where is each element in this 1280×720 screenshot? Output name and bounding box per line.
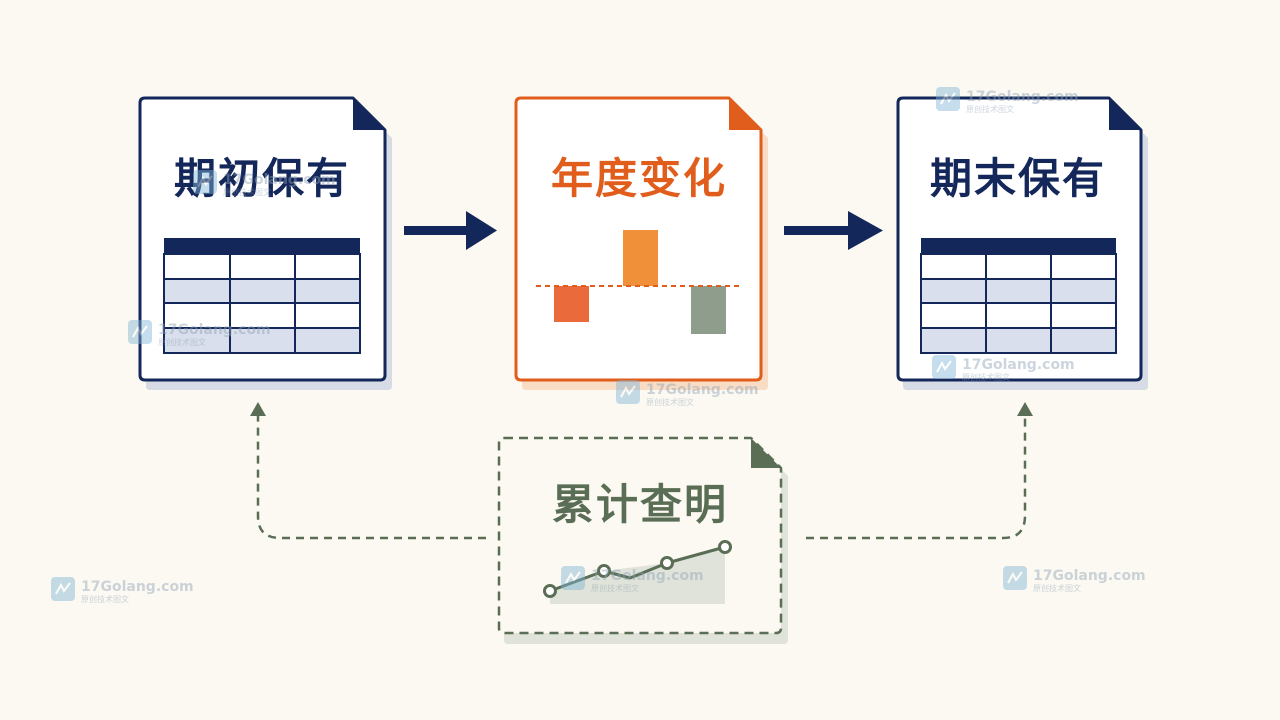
up-arrow-icon: [250, 402, 266, 416]
left-connector: [250, 402, 486, 540]
svg-text:17Golang.com: 17Golang.com: [223, 172, 336, 188]
opening-table-icon: [163, 238, 361, 354]
svg-text:17Golang.com: 17Golang.com: [1033, 568, 1146, 584]
opening-card-title: 期初保有: [174, 154, 350, 203]
closing-card-title: 期末保有: [930, 154, 1106, 203]
watermark-logo-icon: [561, 566, 585, 590]
watermark-logo-icon: [1003, 566, 1027, 590]
svg-text:17Golang.com: 17Golang.com: [81, 579, 194, 595]
svg-text:原创技术图文: 原创技术图文: [1033, 583, 1081, 593]
bar-chart-icon: [536, 230, 743, 334]
right-arrow-icon: [404, 211, 497, 250]
watermark-logo-icon: [193, 170, 217, 194]
svg-text:17Golang.com: 17Golang.com: [962, 357, 1075, 373]
watermarks: 17Golang.com原创技术图文17Golang.com原创技术图文17Go…: [51, 87, 1146, 604]
change-card: 年度变化: [514, 96, 768, 390]
line-chart-icon: [543, 540, 732, 604]
watermark-logo-icon: [616, 380, 640, 404]
svg-text:原创技术图文: 原创技术图文: [962, 372, 1010, 382]
closing-card: 期末保有: [896, 96, 1148, 390]
ledger-card: 累计查明: [497, 436, 788, 644]
bar-negative-left: [554, 286, 589, 322]
svg-text:原创技术图文: 原创技术图文: [966, 104, 1014, 114]
change-card-title: 年度变化: [551, 154, 727, 203]
up-arrow-icon: [1017, 402, 1033, 416]
watermark-logo-icon: [932, 355, 956, 379]
svg-text:17Golang.com: 17Golang.com: [591, 568, 704, 584]
right-connector: [806, 402, 1033, 540]
bar-negative-right: [691, 286, 726, 334]
watermark-logo-icon: [51, 577, 75, 601]
svg-text:17Golang.com: 17Golang.com: [158, 322, 271, 338]
right-arrow-icon: [784, 211, 883, 250]
watermark-logo-icon: [128, 320, 152, 344]
svg-text:原创技术图文: 原创技术图文: [223, 187, 271, 197]
svg-text:17Golang.com: 17Golang.com: [966, 89, 1079, 105]
closing-table-icon: [920, 238, 1117, 354]
svg-text:原创技术图文: 原创技术图文: [158, 337, 206, 347]
svg-text:17Golang.com: 17Golang.com: [646, 382, 759, 398]
bar-positive: [623, 230, 658, 286]
svg-text:原创技术图文: 原创技术图文: [591, 583, 639, 593]
opening-card: 期初保有: [138, 96, 392, 390]
watermark-logo-icon: [936, 87, 960, 111]
svg-text:原创技术图文: 原创技术图文: [646, 397, 694, 407]
svg-text:原创技术图文: 原创技术图文: [81, 594, 129, 604]
ledger-card-title: 累计查明: [552, 480, 728, 529]
